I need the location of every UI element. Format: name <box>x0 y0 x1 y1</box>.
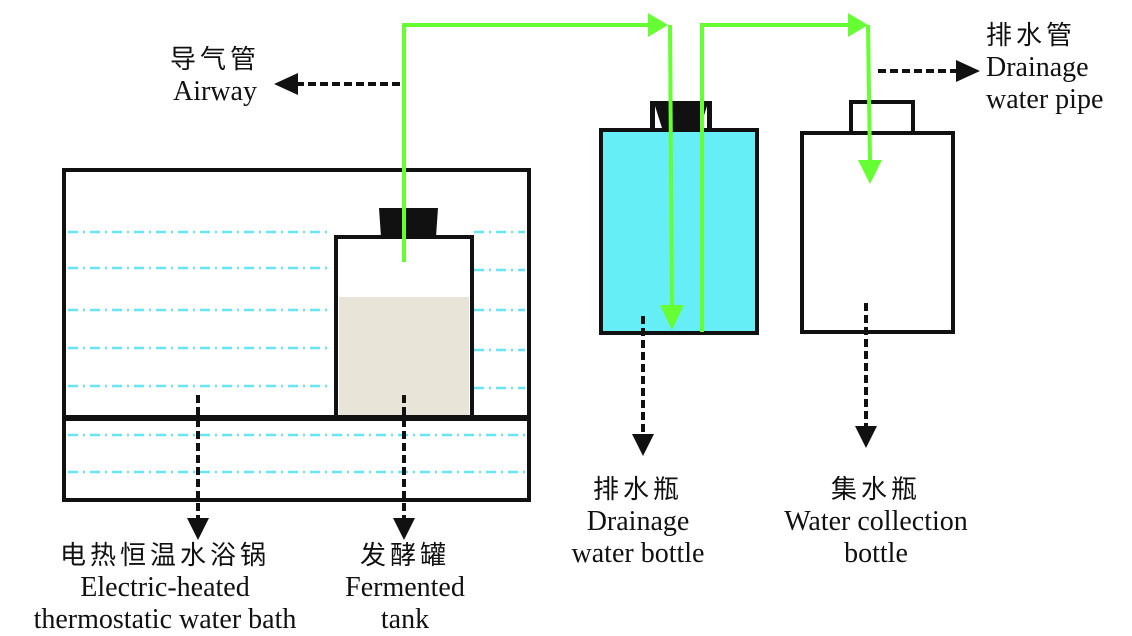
label-drainage-bottle-zh: 排水瓶 <box>592 475 683 505</box>
airway-pipe-down <box>668 24 674 309</box>
label-water-bath: 电热恒温水浴锅 Electric-heated thermostatic wat… <box>0 540 330 636</box>
label-airway-en: Airway <box>173 76 257 107</box>
label-drainage-pipe-zh: 排水管 <box>986 21 1077 51</box>
arrow-left-icon <box>274 73 298 95</box>
gas-pipes <box>402 23 872 332</box>
label-airway: 导气管 Airway <box>150 44 280 108</box>
label-fermented-tank: 发酵罐 Fermented tank <box>330 540 480 636</box>
label-fermented-tank-en1: Fermented <box>345 572 465 603</box>
arrow-down-icon <box>632 434 654 456</box>
pipe-arrow-down-icon <box>660 305 684 330</box>
label-water-bath-en2: thermostatic water bath <box>33 604 297 635</box>
pipe-arrow-down-icon <box>858 160 882 184</box>
label-collection-bottle-en1: Water collection <box>784 506 968 537</box>
label-water-bath-zh: 电热恒温水浴锅 <box>59 541 270 571</box>
pipe-arrow-right-icon <box>848 13 868 37</box>
drain-pipe <box>700 23 865 332</box>
pointer-arrowheads <box>187 60 980 540</box>
drainage-bottle-outline <box>599 128 759 335</box>
drain-pipe-down <box>866 24 872 161</box>
arrow-right-icon <box>956 60 980 82</box>
pipe-arrowheads <box>648 13 882 330</box>
label-drainage-bottle-en1: Drainage <box>586 506 690 537</box>
collection-bottle <box>800 100 955 334</box>
label-drainage-pipe-en1: Drainage <box>986 52 1089 83</box>
tank-stopper <box>379 208 438 237</box>
label-drainage-bottle-en2: water bottle <box>571 538 705 569</box>
label-drainage-pipe: 排水管 Drainage water pipe <box>986 20 1132 116</box>
label-collection-bottle-zh: 集水瓶 <box>830 475 921 505</box>
water-level-lines <box>68 230 525 474</box>
label-airway-zh: 导气管 <box>169 45 260 75</box>
drainage-bottle <box>599 101 759 335</box>
pointer-lines <box>196 69 960 520</box>
label-collection-bottle-en2: bottle <box>844 538 908 569</box>
label-fermented-tank-zh: 发酵罐 <box>359 541 450 571</box>
label-fermented-tank-en2: tank <box>380 604 430 635</box>
label-collection-bottle: 集水瓶 Water collection bottle <box>756 474 996 570</box>
label-water-bath-en1: Electric-heated <box>80 572 250 603</box>
label-drainage-pipe-en2: water pipe <box>986 84 1104 115</box>
arrow-down-icon <box>187 518 209 540</box>
airway-pipe <box>402 23 665 262</box>
collection-bottle-neck <box>849 100 915 135</box>
arrow-down-icon <box>855 426 877 448</box>
label-drainage-bottle: 排水瓶 Drainage water bottle <box>548 474 728 570</box>
arrow-down-icon <box>393 518 415 540</box>
pipe-arrow-right-icon <box>648 13 668 37</box>
